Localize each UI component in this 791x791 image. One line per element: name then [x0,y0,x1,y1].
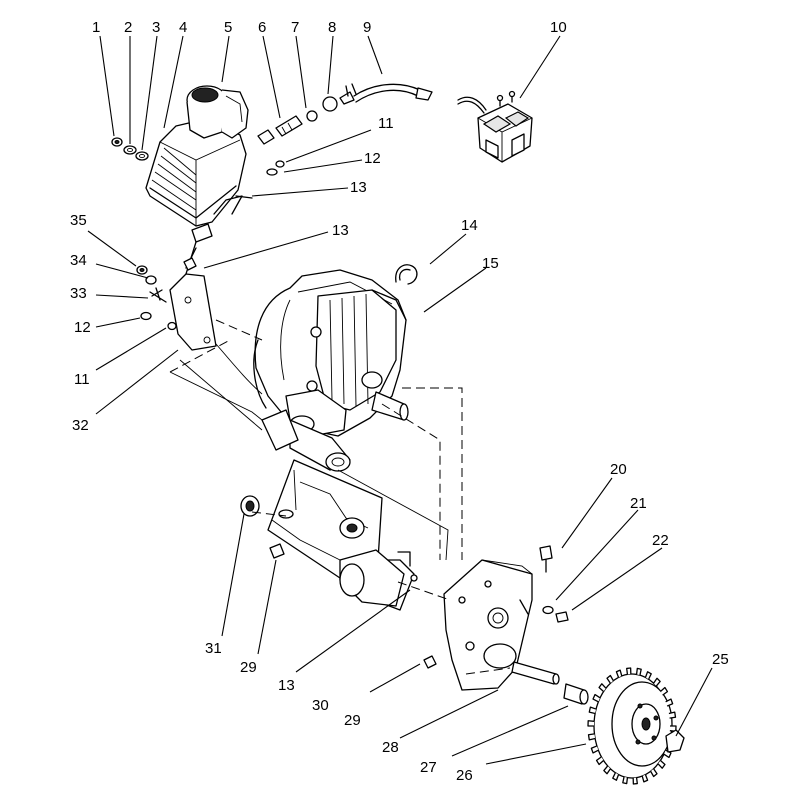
callout-32: 32 [72,417,89,434]
axle-and-spacer [511,661,589,705]
tread-lug [653,677,661,687]
callout-30: 30 [312,697,329,714]
tread-lug [668,711,677,719]
tread-lug [657,759,666,769]
tread-lug [590,745,599,754]
drive-housing [267,459,418,611]
wire-clip [395,264,418,285]
callout-7: 7 [291,19,299,36]
electrical-module [457,90,533,163]
callout-12-bracket: 12 [74,319,91,336]
fuel-tank-mount-hardware [111,137,149,161]
tread-lug [622,776,629,785]
fuel-line-assembly [257,83,433,145]
tread-lug [635,667,642,676]
callout-1: 1 [92,19,100,36]
callout-34: 34 [70,252,87,269]
bracket-fastener-stack [136,265,177,331]
fuel-tank [145,117,247,227]
callout-9: 9 [363,19,371,36]
callout-29-left: 29 [240,659,257,676]
callout-26: 26 [456,767,473,784]
engine-assembly [253,269,409,472]
drive-wheel [587,667,677,785]
tread-lug [606,674,614,684]
tread-lug [626,667,632,675]
tread-lug [632,777,638,785]
tread-lug [641,774,649,783]
callout-12-top: 12 [364,150,381,167]
tread-lug [644,671,652,680]
callout-13-lower: 13 [278,677,295,694]
callout-33: 33 [70,285,87,302]
tread-lug [598,683,607,693]
alignment-lines [169,319,511,675]
tread-lug [587,720,595,727]
tread-lug [595,756,604,766]
callout-27: 27 [420,759,437,776]
callout-11-top: 11 [378,115,394,132]
callout-8: 8 [328,19,336,36]
callout-5: 5 [224,19,232,36]
callout-2: 2 [124,19,132,36]
callout-11-bracket: 11 [74,371,90,388]
callout-21: 21 [630,495,647,512]
callout-22: 22 [652,532,669,549]
callout-labels: 1 2 3 4 5 6 7 8 9 10 11 12 13 35 13 14 3… [70,19,729,784]
callout-3: 3 [152,19,160,36]
tread-lug [665,698,674,707]
tank-support-bracket [169,223,217,351]
tread-lug [603,765,611,775]
fuel-cap [186,85,249,139]
callout-29-lower: 29 [344,712,361,729]
callout-25: 25 [712,651,729,668]
tread-lug [612,772,620,781]
callout-31: 31 [205,640,222,657]
tread-lug [669,725,677,732]
side-plate-bolts [539,545,569,623]
tread-lug [587,733,596,741]
tread-lug [592,693,601,703]
callout-4: 4 [179,19,187,36]
callout-14: 14 [461,217,478,234]
callout-10: 10 [550,19,567,36]
tread-lug [615,669,623,678]
callout-6: 6 [258,19,266,36]
callout-20: 20 [610,461,627,478]
tread-lug [650,768,658,778]
callout-13-bracket: 13 [332,222,349,239]
callout-35: 35 [70,212,87,229]
callout-28: 28 [382,739,399,756]
tread-lug [660,686,669,696]
tank-side-hardware [235,160,285,199]
lower-nut [423,655,437,669]
housing-spacer-and-nut [240,495,285,559]
callout-15: 15 [482,255,499,272]
tread-lug [588,706,597,715]
leader-lines [87,35,713,765]
callout-13-top: 13 [350,179,367,196]
wheel-nut [665,729,685,753]
side-plate [443,559,533,691]
